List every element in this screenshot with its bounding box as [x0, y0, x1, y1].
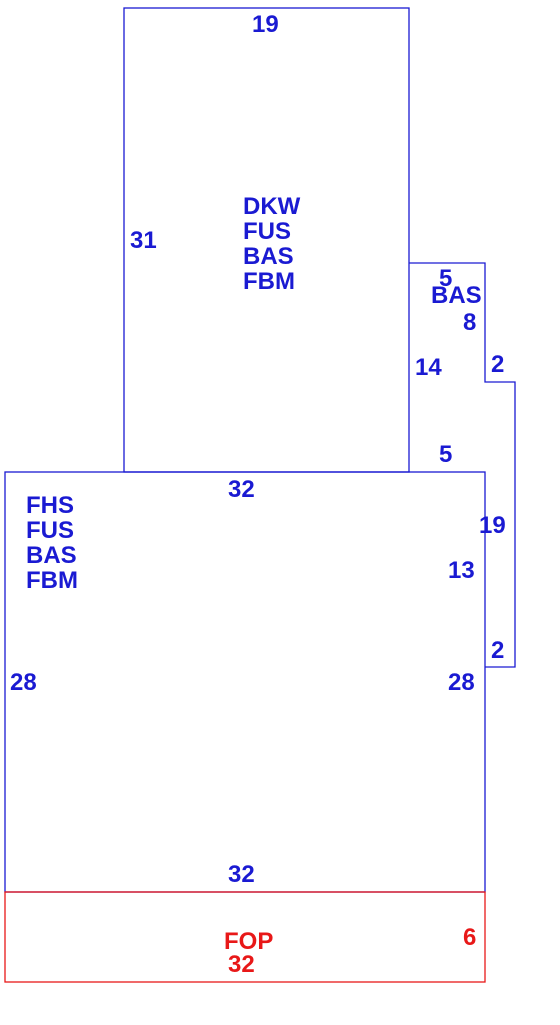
- porch-outline: [4, 891, 486, 983]
- upper-code-3: BAS: [243, 243, 294, 270]
- porch-right-dimension: 6: [463, 924, 476, 951]
- main-top-dimension: 32: [228, 476, 255, 503]
- main-right-inner-dimension: 13: [448, 557, 475, 584]
- main-code-4: FBM: [26, 567, 78, 594]
- upper-code-2: FUS: [243, 218, 291, 245]
- main-code-2: FUS: [26, 517, 74, 544]
- side-left-dimension: 14: [415, 354, 442, 381]
- side-step-dimension: 2: [491, 351, 504, 378]
- upper-code-4: FBM: [243, 268, 295, 295]
- side-inner-dimension: 8: [463, 309, 476, 336]
- upper-code-1: DKW: [243, 193, 301, 220]
- main-code-3: BAS: [26, 542, 77, 569]
- main-bottom-dimension: 32: [228, 861, 255, 888]
- side-code: BAS: [431, 282, 482, 309]
- main-left-dimension: 28: [10, 669, 37, 696]
- porch-bottom-dimension: 32: [228, 951, 255, 978]
- side-top-dimension: 5: [439, 265, 452, 292]
- side-lower-step-dimension: 2: [491, 637, 504, 664]
- porch-code: FOP: [224, 928, 273, 955]
- side-outer-dimension: 19: [479, 512, 506, 539]
- main-right-dimension: 28: [448, 669, 475, 696]
- side-addition-outline: [409, 262, 516, 668]
- upper-left-dimension: 31: [130, 227, 157, 254]
- main-code-1: FHS: [26, 492, 74, 519]
- main-section-outline: [4, 471, 486, 893]
- side-bottom-dimension: 5: [439, 441, 452, 468]
- upper-top-dimension: 19: [252, 11, 279, 38]
